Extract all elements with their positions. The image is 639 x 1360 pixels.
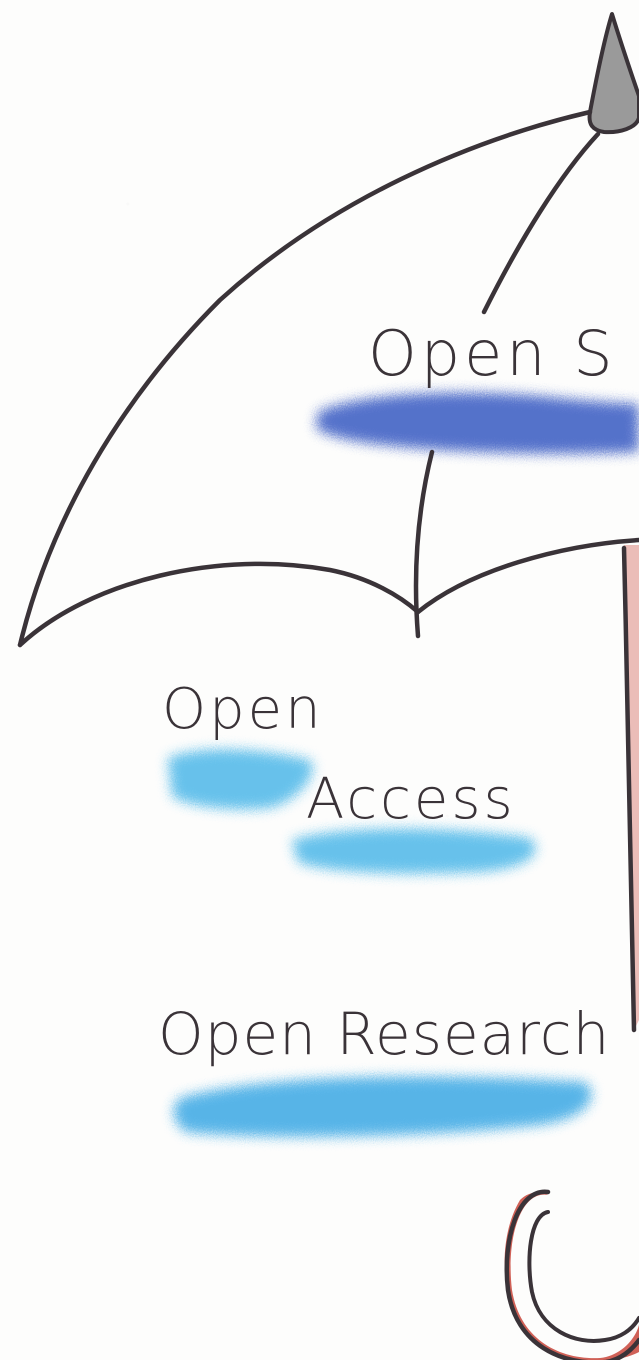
label-open-science: Open S [368, 317, 617, 390]
open-science-highlight [316, 392, 639, 454]
umbrella-handle [504, 1189, 639, 1360]
umbrella-canopy [17, 109, 639, 648]
label-open-access-line2: Access [306, 767, 516, 832]
open-access-highlight [168, 749, 536, 874]
umbrella-shaft [621, 545, 639, 1033]
umbrella-tip [587, 12, 639, 135]
label-open-access-line1: Open [162, 677, 324, 742]
open-research-highlight [173, 1076, 592, 1137]
label-open-research: Open Research [158, 1000, 611, 1068]
